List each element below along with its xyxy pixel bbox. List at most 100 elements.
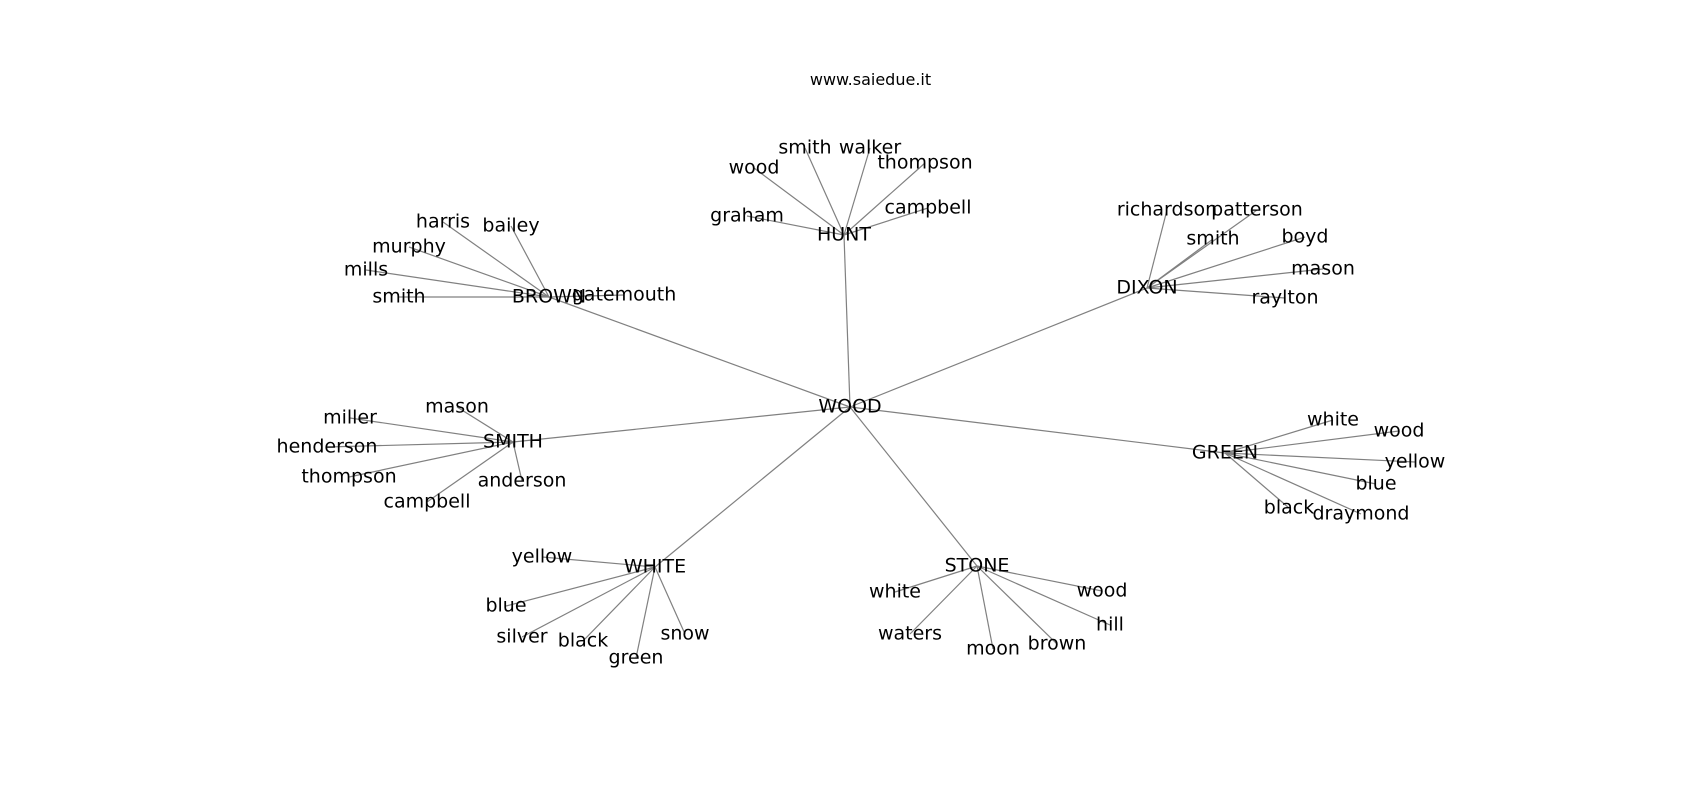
leaf-node-white-green: green [609, 647, 664, 669]
leaf-node-smith-campbell: campbell [384, 491, 471, 513]
edge-brown-murphy [408, 246, 550, 298]
edge-green-black [1224, 452, 1290, 509]
leaf-node-dixon-boyd: boyd [1282, 226, 1329, 248]
edge-root-green [849, 406, 1226, 454]
edge-stone-waters [909, 565, 978, 635]
hub-node-green: GREEN [1192, 442, 1258, 464]
edge-brown-bailey [510, 225, 550, 298]
hub-node-hunt: HUNT [817, 224, 871, 246]
edge-white-yellow [541, 556, 656, 568]
leaf-node-white-blue: blue [485, 595, 526, 617]
hub-node-stone: STONE [945, 555, 1010, 577]
leaf-node-stone-waters: waters [878, 623, 942, 645]
hub-node-smith: SMITH [483, 431, 543, 453]
leaf-node-hunt-wood: wood [729, 157, 780, 179]
root-node: WOOD [818, 396, 881, 418]
edge-smith-thompson [348, 441, 514, 478]
edge-brown-gatemouth [548, 294, 625, 298]
leaf-node-hunt-smith: smith [778, 137, 831, 159]
edge-hunt-smith [804, 147, 845, 236]
leaf-node-smith-mason: mason [425, 396, 489, 418]
edge-smith-campbell [426, 441, 514, 503]
edge-root-smith [512, 406, 851, 443]
edge-stone-hill [976, 565, 1111, 626]
leaf-node-green-blue: blue [1355, 473, 1396, 495]
leaf-node-green-black: black [1264, 497, 1314, 519]
labels-layer: WOOD HUNT smith walker wood thompson graham cam… [277, 137, 1446, 669]
leaf-node-green-draymond: draymond [1313, 503, 1410, 525]
leaf-node-smith-thompson: thompson [301, 466, 396, 488]
leaf-node-dixon-raylton: raylton [1251, 287, 1318, 309]
edge-smith-mason [456, 406, 514, 443]
leaf-node-stone-wood: wood [1077, 580, 1128, 602]
edge-white-snow [654, 566, 686, 635]
edge-dixon-boyd [1146, 236, 1306, 289]
edge-stone-moon [976, 565, 994, 650]
edge-root-brown [548, 296, 851, 408]
leaf-node-hunt-thompson: thompson [877, 152, 972, 174]
edge-hunt-graham [746, 215, 845, 236]
leaf-node-green-yellow: yellow [1385, 451, 1446, 473]
leaf-node-white-yellow: yellow [512, 546, 573, 568]
edge-green-yellow [1224, 452, 1416, 463]
leaf-node-dixon-mason: mason [1291, 258, 1355, 280]
edge-stone-brown [976, 565, 1058, 645]
edge-dixon-mason [1146, 268, 1324, 289]
hub-node-dixon: DIXON [1116, 277, 1177, 299]
diagram-title: www.saiedue.it [809, 70, 932, 89]
edge-dixon-smith [1146, 238, 1214, 289]
leaf-node-brown-murphy: murphy [372, 236, 446, 258]
leaf-node-white-black: black [558, 630, 608, 652]
leaf-node-brown-smith: smith [372, 286, 425, 308]
leaf-node-brown-harris: harris [416, 211, 470, 233]
edge-white-blue [505, 566, 656, 607]
edge-smith-henderson [326, 441, 514, 448]
leaf-node-white-silver: silver [496, 626, 547, 648]
edges-layer [326, 147, 1416, 659]
leaf-node-smith-henderson: henderson [277, 436, 378, 458]
hub-node-white: WHITE [624, 556, 686, 578]
leaf-node-dixon-richardson: richardson [1117, 199, 1217, 221]
hub-node-brown: BROWN [512, 286, 586, 308]
leaf-node-stone-hill: hill [1096, 614, 1124, 636]
edge-hunt-thompson [843, 162, 926, 236]
leaf-node-brown-bailey: bailey [482, 215, 539, 237]
leaf-node-stone-brown: brown [1028, 633, 1087, 655]
edge-white-silver [521, 566, 656, 638]
leaf-node-hunt-campbell: campbell [885, 197, 972, 219]
edge-root-white [654, 406, 851, 568]
leaf-node-dixon-smith: smith [1186, 228, 1239, 250]
leaf-node-smith-miller: miller [323, 407, 377, 429]
edge-root-dixon [849, 287, 1148, 408]
edge-root-hunt [843, 234, 851, 408]
edge-green-blue [1224, 452, 1377, 485]
leaf-node-green-white: white [1307, 409, 1359, 431]
leaf-node-white-snow: snow [660, 623, 709, 645]
leaf-node-stone-moon: moon [966, 638, 1020, 660]
edge-hunt-wood [753, 167, 845, 236]
edge-hunt-campbell [843, 207, 929, 236]
leaf-node-green-wood: wood [1374, 420, 1425, 442]
leaf-node-dixon-patterson: patterson [1211, 199, 1303, 221]
edge-brown-harris [442, 221, 550, 298]
edge-green-wood [1224, 430, 1400, 454]
leaf-node-smith-anderson: anderson [478, 470, 567, 492]
leaf-node-hunt-graham: graham [710, 205, 784, 227]
edge-green-draymond [1224, 452, 1362, 515]
edge-hunt-walker [843, 147, 871, 236]
edge-dixon-richardson [1146, 209, 1168, 289]
edge-smith-anderson [512, 441, 523, 482]
leaf-node-brown-gatemouth: gatemouth [572, 284, 677, 306]
edge-stone-wood [976, 565, 1103, 592]
leaf-node-hunt-walker: walker [839, 137, 901, 159]
edge-white-green [635, 566, 656, 659]
edge-smith-miller [349, 417, 514, 443]
edge-brown-mills [365, 269, 550, 298]
edge-white-black [582, 566, 656, 642]
edge-root-stone [849, 406, 978, 567]
edge-green-white [1224, 419, 1334, 454]
leaf-node-stone-white: white [869, 581, 921, 603]
edge-dixon-raylton [1146, 287, 1286, 299]
leaf-node-brown-mills: mills [344, 259, 388, 281]
